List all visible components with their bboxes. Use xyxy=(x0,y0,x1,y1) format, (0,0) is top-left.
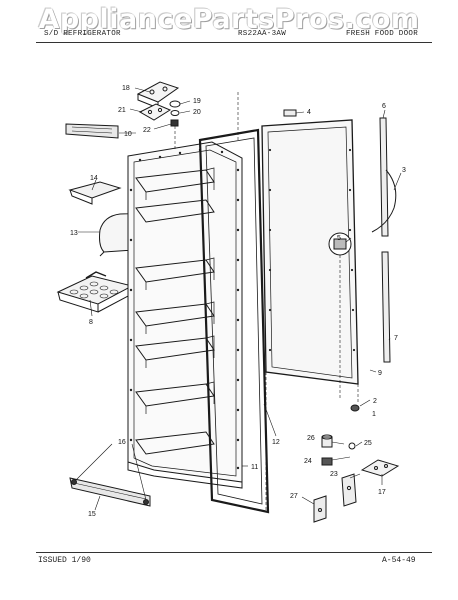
callout-6: 6 xyxy=(382,103,386,110)
callout-20: 20 xyxy=(193,109,201,116)
hinge-pin-part xyxy=(350,404,360,412)
callout-13: 13 xyxy=(70,230,78,237)
door-handle-part xyxy=(379,117,391,363)
top-hinge-part xyxy=(136,81,180,109)
callout-11: 11 xyxy=(251,464,258,471)
hinge-shim-part xyxy=(138,103,172,121)
watermark: AppliancePartsPros.com xyxy=(38,4,420,35)
callout-4: 4 xyxy=(307,109,311,116)
header-model-number: RS22AA-3AW xyxy=(238,30,287,38)
footer-rule xyxy=(36,552,432,553)
wire-harness-part xyxy=(371,169,397,233)
callout-18: 18 xyxy=(122,85,130,92)
callout-7: 7 xyxy=(394,335,398,342)
callout-25: 25 xyxy=(364,440,372,447)
footer-issued-date: ISSUED 1/90 xyxy=(38,556,91,565)
callout-10: 10 xyxy=(124,131,132,138)
callout-19: 19 xyxy=(193,98,201,105)
callout-3: 3 xyxy=(402,167,406,174)
egg-bin-part xyxy=(56,271,134,313)
door-clip-part xyxy=(283,109,297,117)
callout-12: 12 xyxy=(272,439,280,446)
footer-page-code: A-54-49 xyxy=(382,556,416,565)
callout-17: 17 xyxy=(378,489,386,496)
callout-2: 2 xyxy=(373,398,377,405)
callout-15: 15 xyxy=(88,511,96,518)
header-section-title: FRESH FOOD DOOR xyxy=(346,30,419,38)
callout-22: 22 xyxy=(143,127,151,134)
callout-23: 23 xyxy=(330,471,338,478)
callout-9: 9 xyxy=(378,370,382,377)
callout-5: 5 xyxy=(337,235,341,242)
callout-27: 27 xyxy=(290,493,298,500)
door-stop-part xyxy=(313,495,327,523)
door-liner-part xyxy=(127,141,243,489)
callout-8: 8 xyxy=(89,319,93,326)
callout-16: 16 xyxy=(118,439,126,446)
bottom-bushing-parts xyxy=(321,434,356,466)
hinge-bushing-part xyxy=(169,100,181,127)
header-rule xyxy=(36,42,432,43)
callout-14: 14 xyxy=(90,175,98,182)
hinge-bracket-part xyxy=(341,473,357,507)
callout-21: 21 xyxy=(118,107,126,114)
bottom-hinge-part xyxy=(360,459,400,477)
bottom-trim-part xyxy=(69,477,151,507)
callout-1: 1 xyxy=(372,411,376,418)
callout-26: 26 xyxy=(307,435,315,442)
callout-24: 24 xyxy=(304,458,312,465)
door-gasket-part xyxy=(198,128,270,514)
header-model-line: S/D REFRIGERATOR xyxy=(44,30,121,38)
door-handle-trim-part xyxy=(65,123,119,139)
small-shelf-part xyxy=(68,181,122,205)
